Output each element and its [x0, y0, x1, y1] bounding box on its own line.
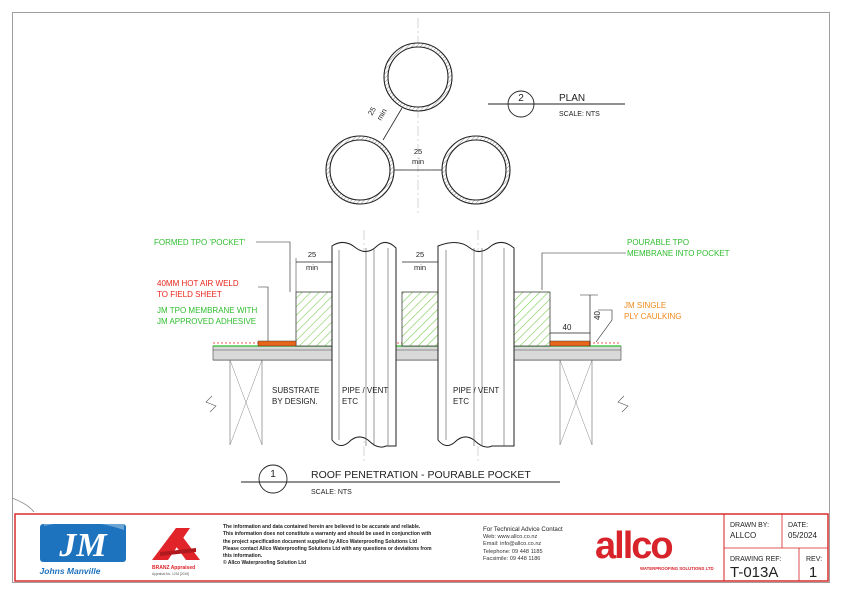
section-title: ROOF PENETRATION - POURABLE POCKET	[311, 469, 531, 481]
plan-dim-between-value: 25	[414, 147, 422, 156]
contact-info: For Technical Advice Contact Web: www.al…	[483, 526, 593, 564]
contact-fax: Facsimile: 09 448 1186	[483, 556, 541, 563]
contact-phone: Telephone: 09 448 1185	[483, 548, 543, 555]
date-value: 05/2024	[788, 531, 817, 540]
callout-membrane-1: JM TPO MEMBRANE WITH	[157, 306, 258, 315]
substrate	[205, 359, 629, 446]
plan-pipe-left	[325, 135, 395, 205]
callout-membrane-2: JM APPROVED ADHESIVE	[157, 317, 256, 326]
pipe-left	[331, 242, 397, 448]
drawing-ref-value: T-013A	[730, 564, 778, 581]
section-dim-width: 40	[563, 323, 572, 332]
section-dim-left-value: 25	[308, 250, 316, 259]
pocket-middle	[401, 291, 439, 347]
drawn-by-value: ALLCO	[730, 531, 756, 540]
substrate-label-1: SUBSTRATE	[272, 386, 319, 395]
callout-hot-air-weld-1: 40MM HOT AIR WELD	[157, 279, 239, 288]
page-corner-arc	[11, 497, 35, 513]
section-view: 25 min 25 min 40 40 SUBSTRATE BY DESIGN.…	[205, 230, 629, 496]
pipe-left-label-1: PIPE / VENT	[342, 386, 388, 395]
disclaimer-line: The information and data contained herei…	[223, 524, 421, 530]
pocket-left	[295, 291, 333, 347]
callout-leaders	[256, 241, 626, 343]
section-dim-mid-min: min	[414, 263, 426, 272]
callout-pourable-2: MEMBRANE INTO POCKET	[627, 249, 730, 258]
disclaimer-line: the project specification document suppl…	[223, 538, 418, 545]
allco-logo: allco WATERPROOFING SOLUTIONS LTD	[595, 525, 714, 571]
section-dim-left	[295, 258, 332, 292]
pipe-right	[437, 242, 515, 448]
pocket-right	[513, 291, 551, 347]
section-dim-mid-value: 25	[416, 250, 424, 259]
section-detail-number: 1	[270, 469, 276, 480]
disclaimer-line: this information.	[223, 553, 263, 560]
disclaimer: The information and data contained herei…	[223, 524, 473, 568]
callout-caulking-2: PLY CAULKING	[624, 312, 682, 321]
plan-title-block: 2 PLAN SCALE: NTS	[488, 90, 625, 118]
plan-dim-diagonal-line	[382, 107, 403, 141]
branz-label: BRANZ Appraised	[152, 565, 195, 571]
hot-air-weld-right	[549, 340, 591, 347]
plan-title: PLAN	[559, 93, 585, 104]
plan-pipe-right	[441, 135, 511, 205]
disclaimer-line: Please contact Allco Waterproofing Solut…	[223, 545, 432, 552]
drawn-by-label: DRAWN BY:	[730, 522, 769, 529]
rev-label: REV:	[806, 556, 822, 563]
pipe-right-label-2: ETC	[453, 397, 469, 406]
section-dim-weld	[550, 294, 598, 346]
plan-scale: SCALE: NTS	[559, 111, 600, 118]
jm-logo-letters: JM	[58, 527, 108, 564]
hot-air-weld-left	[257, 340, 297, 347]
pourable-pockets	[295, 291, 551, 347]
substrate-label-2: BY DESIGN.	[272, 397, 318, 406]
section-dim-left-min: min	[306, 263, 318, 272]
section-dim-height: 40	[593, 311, 602, 320]
jm-logo-name: Johns Manville	[40, 566, 101, 576]
pipe-left-label-2: ETC	[342, 397, 358, 406]
date-label: DATE:	[788, 522, 808, 529]
jm-logo: JM Johns Manville	[40, 521, 126, 576]
disclaimer-line: This information does not constitute a w…	[223, 531, 432, 538]
callout-caulking-1: JM SINGLE	[624, 301, 666, 310]
pipe-right-label-1: PIPE / VENT	[453, 386, 499, 395]
contact-web[interactable]: Web: www.allco.co.nz	[483, 533, 538, 540]
branz-logo: BRANZ Appraised Appraisal No. 1234 [2018…	[152, 528, 200, 576]
contact-heading: For Technical Advice Contact	[483, 526, 563, 533]
callout-formed-pocket: FORMED TPO 'POCKET'	[154, 238, 246, 247]
allco-logo-text: allco	[595, 525, 672, 567]
section-scale: SCALE: NTS	[311, 489, 352, 496]
drawing-ref-label: DRAWING REF:	[730, 556, 782, 563]
callout-hot-air-weld-2: TO FIELD SHEET	[157, 290, 222, 299]
plan-pipe-top	[383, 42, 453, 112]
plan-view: 25 min 25 min 2 PLAN SCALE: NTS	[325, 18, 625, 216]
rev-value: 1	[809, 564, 817, 581]
allco-tagline: WATERPROOFING SOLUTIONS LTD	[640, 566, 714, 571]
section-title-block: 1 ROOF PENETRATION - POURABLE POCKET SCA…	[241, 464, 560, 496]
disclaimer-line: © Allco Waterproofing Solution Ltd	[223, 560, 307, 567]
plan-dim-diagonal-value: 25	[366, 105, 378, 117]
contact-email[interactable]: Email: info@allco.co.nz	[483, 541, 542, 548]
branz-sub: Appraisal No. 1234 [2018]	[152, 572, 189, 576]
callout-pourable-1: POURABLE TPO	[627, 238, 689, 247]
plan-detail-number: 2	[518, 93, 524, 104]
plan-dim-between-min: min	[412, 157, 424, 166]
page-frame	[12, 12, 830, 583]
